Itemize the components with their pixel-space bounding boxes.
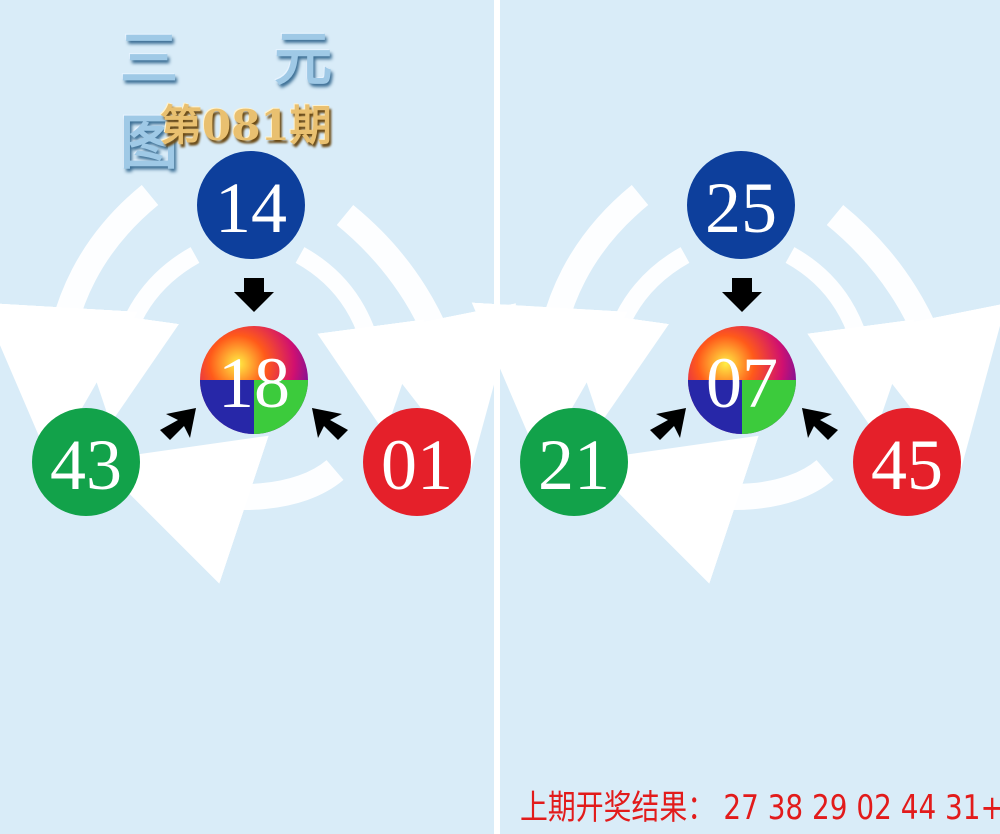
right-number: 01 [381,425,453,505]
arrow-down-icon [722,278,762,312]
cycle-arrows-icon [0,184,517,584]
left-number-ball [520,408,628,516]
arrow-diagonal-icon [160,408,196,440]
diagram-right: 25 21 45 07 [471,151,1000,584]
right-number-ball [363,408,471,516]
page-title: 三 元 图 [120,25,371,177]
top-number: 14 [215,168,287,248]
previous-results: 上期开奖结果：27 38 29 02 44 31+24 [520,780,1000,829]
issue-number: 第081期 [160,101,332,150]
right-number: 45 [871,425,943,505]
previous-results-numbers: 27 38 29 02 44 31+24 [723,788,1000,828]
center-number: 18 [218,343,290,423]
top-number-ball [197,151,305,259]
left-number: 21 [538,425,610,505]
center-ball [688,326,796,434]
arrow-diagonal-icon [650,408,686,440]
arrow-diagonal-icon [802,408,838,440]
arrow-down-icon [234,278,274,312]
cycle-arrows-icon [471,184,1000,584]
arrow-diagonal-icon [312,408,348,440]
center-ball [200,326,308,434]
right-number-ball [853,408,961,516]
top-number-ball [687,151,795,259]
center-number: 07 [706,343,778,423]
left-number: 43 [50,425,122,505]
left-number-ball [32,408,140,516]
diagram-left: 14 43 01 18 [0,151,517,584]
previous-results-label: 上期开奖结果： [520,788,716,828]
top-number: 25 [705,168,777,248]
